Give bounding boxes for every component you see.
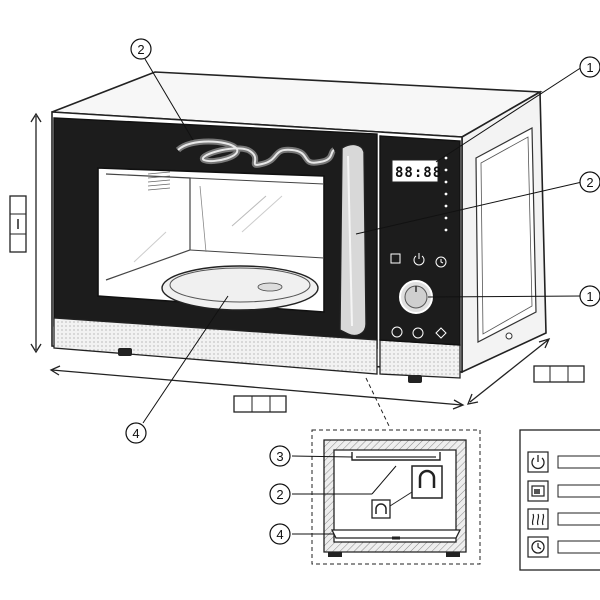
height-dimension-label-box bbox=[9, 195, 27, 253]
width-dimension-label-box bbox=[233, 395, 287, 413]
callout-1-display: 1 bbox=[579, 56, 600, 78]
indicator-leds bbox=[444, 156, 448, 232]
callout-label: 4 bbox=[276, 527, 283, 542]
power-button-icon bbox=[413, 255, 425, 266]
power-icon bbox=[531, 457, 545, 470]
clock-icon bbox=[531, 540, 545, 554]
callout-label: 4 bbox=[132, 426, 139, 441]
callout-4-turntable: 4 bbox=[125, 422, 147, 444]
callout-1-knob: 1 bbox=[579, 285, 600, 307]
callout-2-heater: 2 bbox=[130, 38, 152, 60]
door-handle bbox=[339, 143, 367, 337]
callout-3-inset: 3 bbox=[269, 445, 291, 467]
callout-label: 2 bbox=[586, 175, 593, 190]
callout-2-inset: 2 bbox=[269, 483, 291, 505]
width-dimension bbox=[49, 365, 465, 410]
heating-element-top-highlight bbox=[177, 140, 335, 166]
info-button-icon bbox=[391, 326, 403, 338]
callout-2-handle: 2 bbox=[579, 171, 600, 193]
height-dimension bbox=[30, 112, 42, 354]
heat-waves-icon bbox=[531, 513, 545, 526]
callout-label: 2 bbox=[137, 42, 144, 57]
control-knob[interactable] bbox=[399, 280, 433, 314]
stop-button-icon bbox=[435, 327, 447, 339]
antenna-icon bbox=[375, 503, 387, 514]
callout-4-inset: 4 bbox=[269, 523, 291, 545]
mode-legend-panel bbox=[519, 429, 600, 571]
depth-dimension bbox=[466, 337, 551, 405]
callout-label: 3 bbox=[276, 449, 283, 464]
turntable bbox=[161, 265, 319, 311]
control-buttons-top-row[interactable] bbox=[390, 253, 447, 268]
digital-display: 88:88 bbox=[391, 159, 442, 183]
cross-section-inset bbox=[311, 429, 481, 565]
side-panel-inset bbox=[475, 127, 537, 343]
callout-label: 2 bbox=[276, 487, 283, 502]
section-cut-leader bbox=[365, 377, 391, 429]
magnet-icon bbox=[418, 469, 436, 488]
depth-dimension-label-box bbox=[533, 365, 585, 383]
leader-lines-inset bbox=[291, 455, 397, 535]
start-button-icon bbox=[412, 327, 424, 339]
bottom-trim-strip bbox=[53, 317, 461, 379]
leader-lines-main bbox=[142, 58, 583, 424]
mode-button-icon bbox=[390, 253, 401, 264]
feet bbox=[118, 348, 422, 383]
timer-button-icon bbox=[435, 256, 447, 268]
callout-label: 1 bbox=[586, 289, 593, 304]
display-readout: 88:88 bbox=[395, 165, 442, 181]
control-buttons-bottom-row[interactable] bbox=[391, 326, 447, 339]
callout-label: 1 bbox=[586, 60, 593, 75]
